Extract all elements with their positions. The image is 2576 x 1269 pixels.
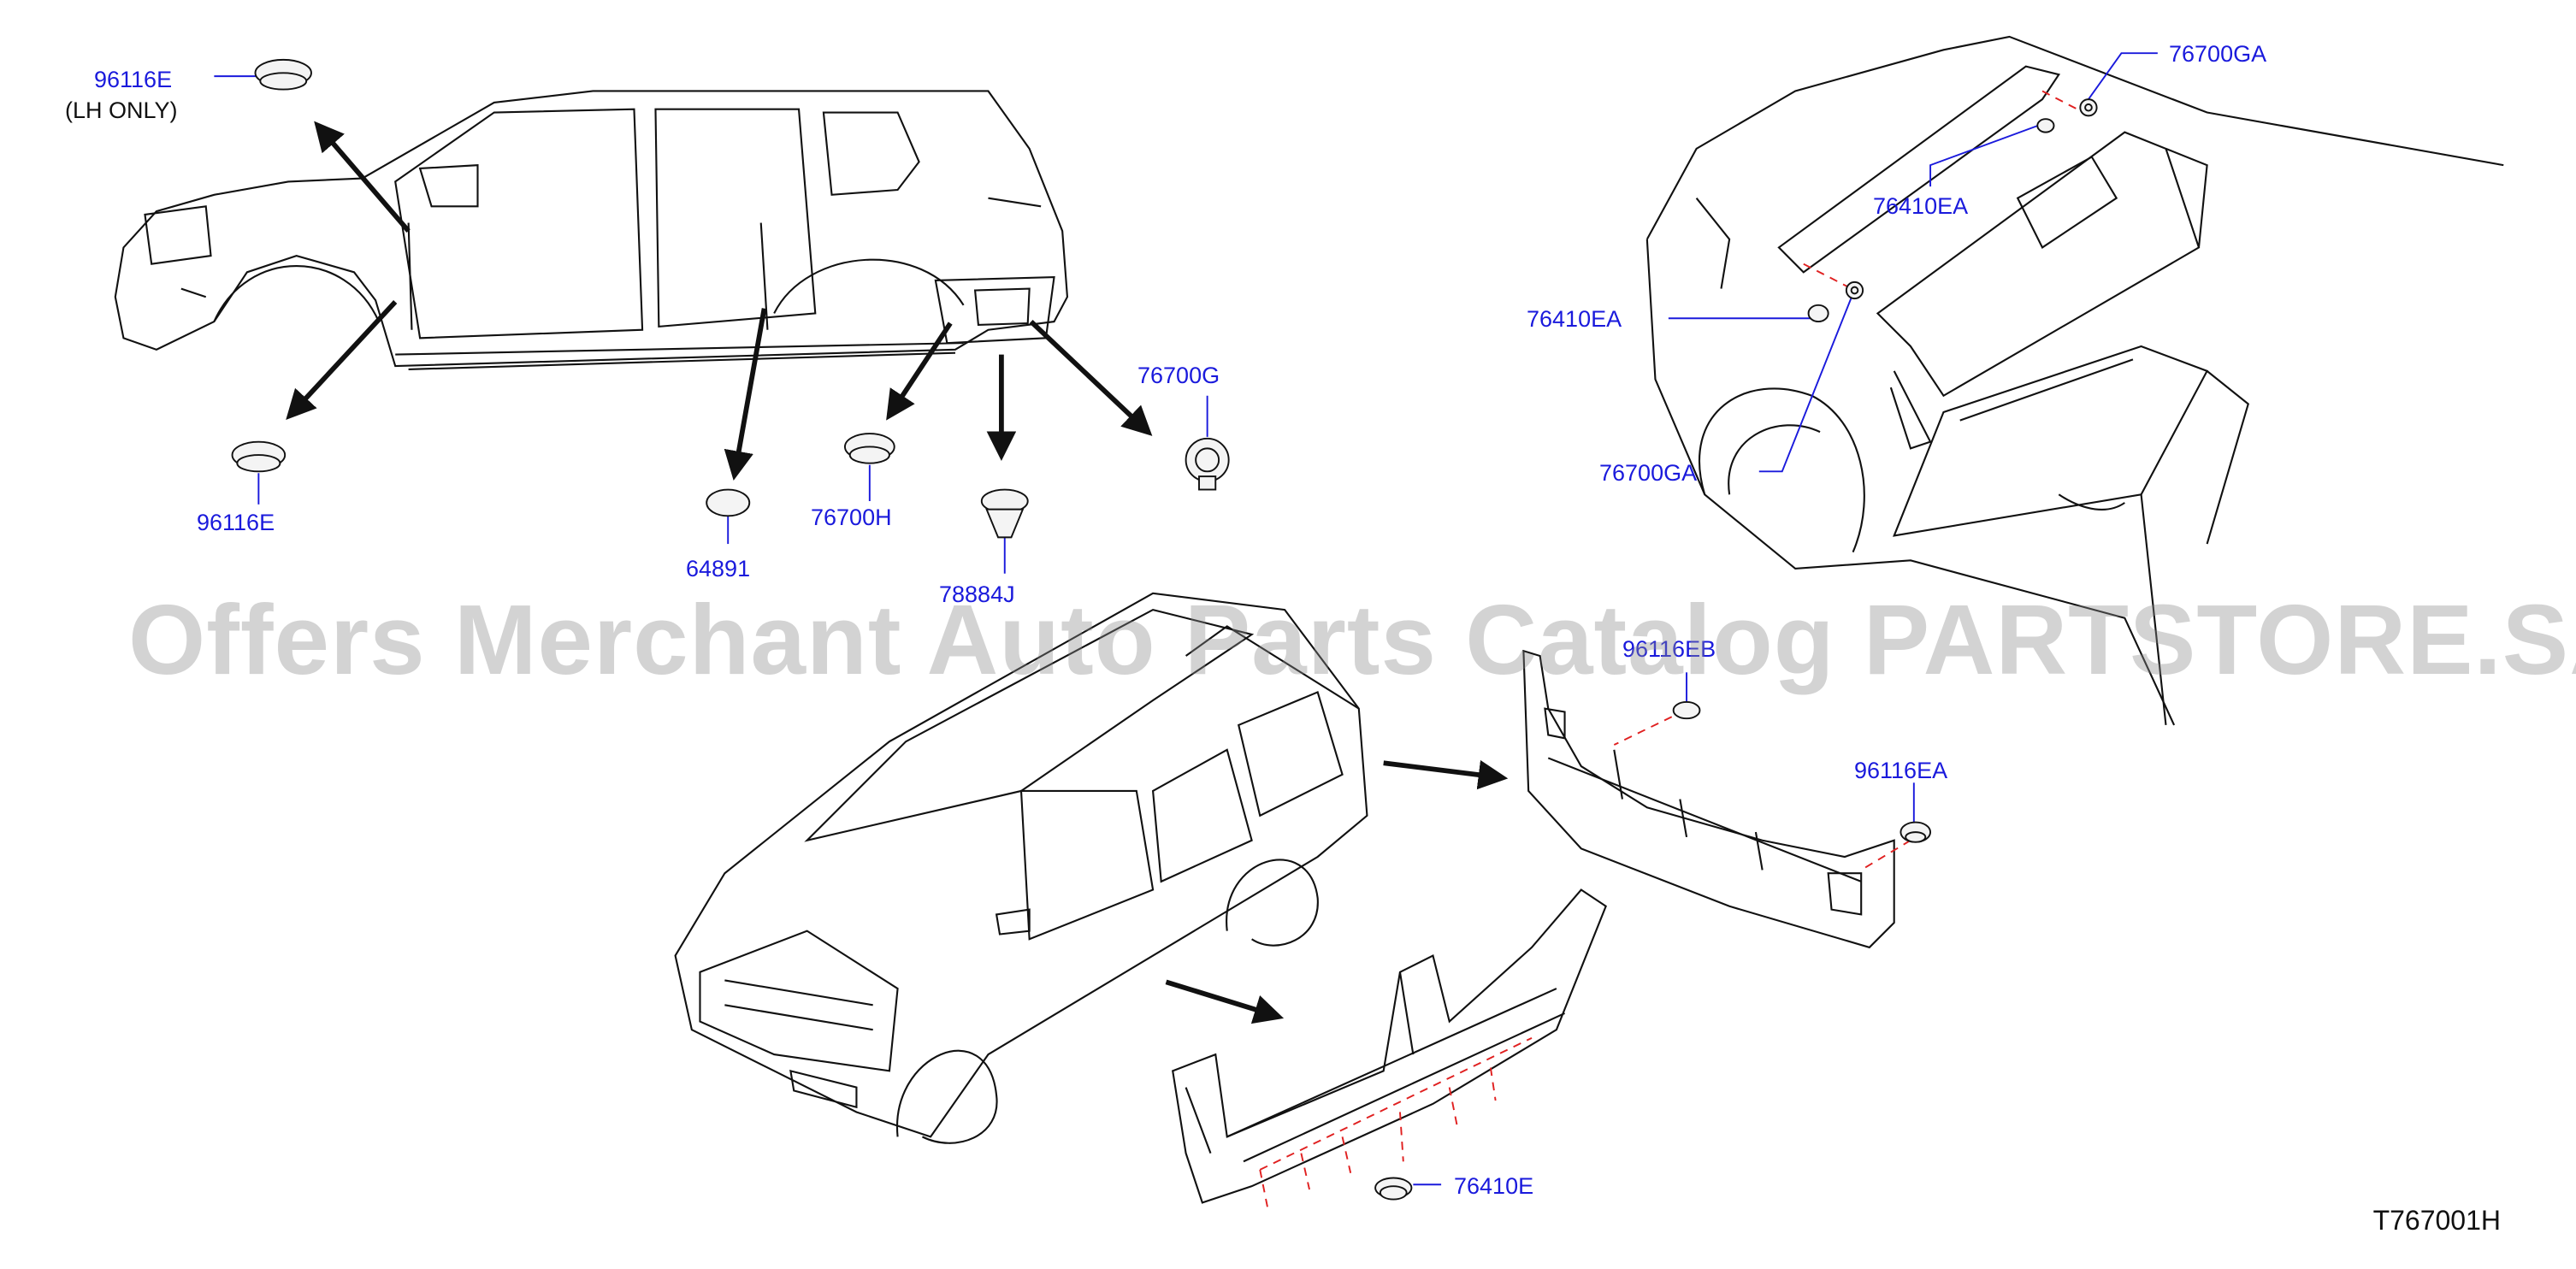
grommet-76700ga-top-icon xyxy=(2079,98,2098,117)
diagram-code: T767001H xyxy=(2372,1205,2501,1236)
clip-78884j-icon xyxy=(980,488,1029,539)
side-sill xyxy=(1172,888,1607,1204)
perspective-body xyxy=(674,592,1368,1144)
grommet-96116eb-icon xyxy=(1672,700,1701,720)
grommet-76700g-icon xyxy=(1185,437,1230,491)
grommet-96116e-icon xyxy=(231,440,287,473)
plug-76410ea-left-icon xyxy=(1807,304,1829,323)
label-76700ga-bottom: 76700GA xyxy=(1599,460,1698,486)
label-96116e: 96116E xyxy=(197,510,275,535)
label-96116eb: 96116EB xyxy=(1622,636,1716,662)
label-76410ea-top: 76410EA xyxy=(1873,193,1969,219)
rear-panel xyxy=(1522,649,1895,949)
label-76410e: 76410E xyxy=(1454,1173,1534,1199)
arrows xyxy=(286,121,1509,1024)
label-76700ga-top: 76700GA xyxy=(2169,41,2267,67)
fastener-icons xyxy=(231,58,2098,1201)
grommet-76700ga-bottom-icon xyxy=(1845,280,1864,300)
rear-view-body xyxy=(1645,35,2504,726)
grommet-76410e-icon xyxy=(1374,1177,1413,1201)
grommet-96116e-lh-icon xyxy=(254,58,312,91)
label-lh-only: (LH ONLY) xyxy=(65,97,178,123)
label-78884j: 78884J xyxy=(939,581,1015,607)
label-76410ea-left: 76410EA xyxy=(1527,306,1622,332)
label-76700g: 76700G xyxy=(1137,363,1220,388)
label-76700h: 76700H xyxy=(811,505,892,530)
label-96116e-lh: 96116E xyxy=(94,67,173,92)
watermark: Offers Merchant Auto Parts Catalog PARTS… xyxy=(128,584,2576,695)
grommet-76700h-icon xyxy=(843,433,895,464)
side-view-body xyxy=(114,90,1069,370)
plug-76410ea-top-icon xyxy=(2036,118,2055,133)
dash-guides xyxy=(1259,90,2084,1212)
label-64891: 64891 xyxy=(686,556,751,581)
grommet-96116ea-icon xyxy=(1900,821,1932,843)
label-96116ea: 96116EA xyxy=(1854,758,1948,783)
plug-64891-icon xyxy=(706,488,751,517)
leader-lines xyxy=(214,52,2158,1186)
